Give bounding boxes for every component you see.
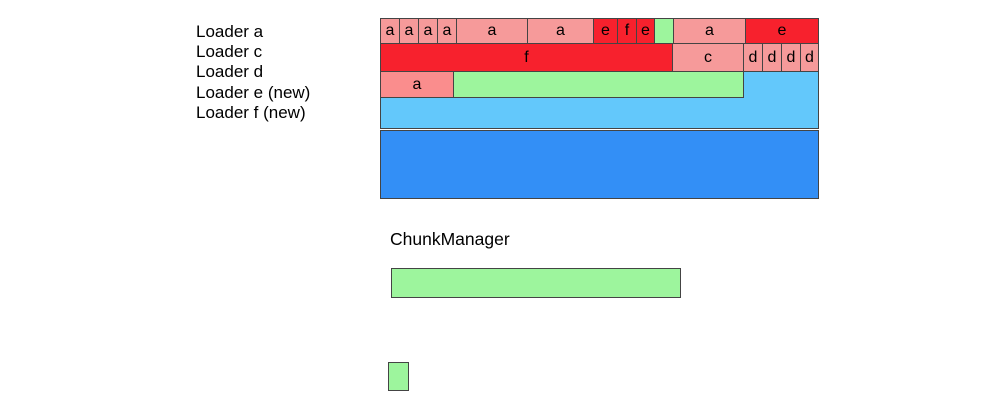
seg-row3-green bbox=[453, 71, 744, 98]
seg-row2-d2: d bbox=[762, 43, 782, 72]
chunk-manager-label: ChunkManager bbox=[390, 229, 510, 249]
seg-row2-d3: d bbox=[781, 43, 801, 72]
loader-label-e-new: Loader e (new) bbox=[196, 82, 311, 102]
seg-row2-f: f bbox=[380, 43, 673, 72]
loader-label-f-new: Loader f (new) bbox=[196, 102, 306, 122]
seg-row1-a6: a bbox=[527, 18, 594, 44]
loader-labels-column: Loader a Loader c Loader d Loader e (new… bbox=[196, 22, 310, 123]
chunk-manager-square bbox=[388, 362, 409, 391]
seg-row2-d1: d bbox=[743, 43, 763, 72]
seg-row1-a4: a bbox=[437, 18, 457, 44]
seg-row2-c: c bbox=[672, 43, 744, 72]
loader-label-a: Loader a bbox=[196, 22, 264, 41]
seg-row1-a2: a bbox=[399, 18, 419, 44]
seg-row1-green bbox=[654, 18, 674, 44]
seg-row3-a: a bbox=[380, 71, 454, 98]
seg-row1-a3: a bbox=[418, 18, 438, 44]
seg-row1-a7: a bbox=[673, 18, 746, 44]
loader-label-d: Loader d bbox=[196, 62, 264, 82]
seg-row1-a5: a bbox=[456, 18, 528, 44]
blue-region bbox=[380, 130, 819, 199]
seg-row2-d4: d bbox=[800, 43, 819, 72]
seg-row1-e2: e bbox=[636, 18, 655, 44]
seg-row1-e3: e bbox=[745, 18, 819, 44]
seg-row1-e1: e bbox=[593, 18, 618, 44]
seg-row1-f1: f bbox=[617, 18, 637, 44]
chunk-manager-bar bbox=[391, 268, 681, 298]
seg-row1-a1: a bbox=[380, 18, 400, 44]
loader-label-c: Loader c bbox=[196, 42, 263, 62]
